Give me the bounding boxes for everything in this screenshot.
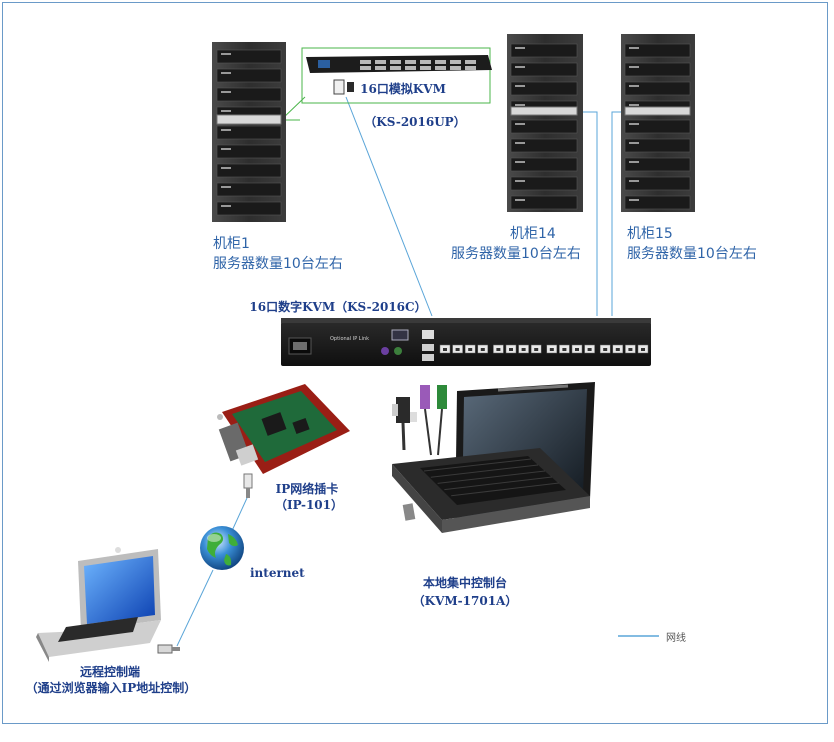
diagram-frame: [2, 2, 828, 724]
cable-analog-kvm-to-digital-kvm: [345, 96, 433, 317]
cabinet-1-rack: [212, 42, 286, 222]
analog-kvm-frame: [301, 47, 491, 104]
cabinet-1-name: 机柜1: [213, 236, 250, 252]
cable-internet-to-laptop: [176, 569, 214, 647]
cable-ipcard-to-internet: [230, 497, 248, 534]
internet-globe-icon: [200, 526, 244, 570]
cabinet-1-servers: 服务器数量10台左右: [213, 256, 343, 272]
cabinet-15-servers: 服务器数量10台左右: [627, 246, 757, 262]
cabinet-14-servers: 服务器数量10台左右: [451, 246, 581, 262]
ip-card-model: （IP-101）: [274, 498, 343, 512]
digital-kvm-name: 16口数字KVM（KS-2016C）: [249, 300, 427, 314]
legend-network-cable-label: 网线: [666, 633, 686, 644]
cabinet-15-rack: [621, 34, 695, 212]
ip-card-board: [217, 384, 350, 498]
cabinet-14-name: 机柜14: [510, 226, 556, 242]
digital-kvm-unit: Optional IP Link: [281, 318, 651, 366]
analog-kvm-model: （KS-2016UP）: [364, 115, 466, 129]
remote-name: 远程控制端: [79, 665, 140, 679]
analog-kvm-unit: [306, 55, 492, 95]
ip-card-name: IP网络插卡: [275, 482, 339, 496]
remote-note: （通过浏览器输入IP地址控制）: [25, 681, 197, 695]
internet-label: internet: [250, 566, 305, 580]
cabinet-14-rack: [507, 34, 583, 212]
console-name: 本地集中控制台: [422, 576, 507, 590]
analog-kvm-name: 16口模拟KVM: [360, 82, 446, 96]
console-model: （KVM-1701A）: [412, 594, 518, 608]
cabinet-15-name: 机柜15: [627, 226, 673, 242]
console-connector-cables: [392, 385, 447, 456]
lcd-console-unit: [392, 382, 595, 533]
laptop-icon: [36, 547, 180, 662]
kvm-panel-text: Optional IP Link: [330, 336, 369, 342]
